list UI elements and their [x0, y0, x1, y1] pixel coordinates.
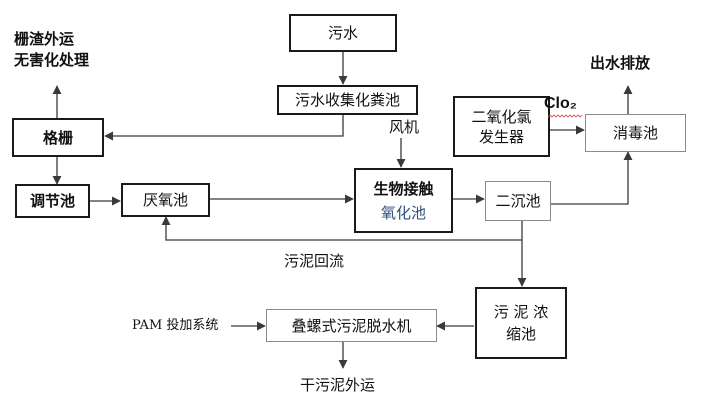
label-screenings-2: 无害化处理 [14, 51, 90, 69]
arrow-sludge-return [161, 216, 523, 241]
node-regulating-tank: 调节池 [15, 184, 90, 218]
node-regulating-tank-label: 调节池 [29, 192, 75, 210]
node-secondary-clarifier-label: 二沉池 [495, 192, 541, 210]
node-secondary-clarifier: 二沉池 [485, 181, 551, 221]
node-disinfection-tank-label: 消毒池 [612, 124, 658, 142]
arrow-septic-to-screen [104, 114, 344, 141]
arrow-clarifier-to-disinfection [551, 151, 633, 205]
label-blower: 风机 [389, 118, 420, 136]
node-screw-press-label: 叠螺式污泥脱水机 [291, 316, 412, 335]
label-effluent: 出水排放 [590, 54, 651, 72]
node-contact-oxidation-label-2: 氧化池 [380, 203, 426, 222]
node-anaerobic-tank-label: 厌氧池 [142, 191, 188, 209]
node-screw-press: 叠螺式污泥脱水机 [266, 309, 437, 342]
node-contact-oxidation: 生物接触 氧化池 [354, 168, 453, 233]
label-sludge-return: 污泥回流 [284, 252, 345, 270]
label-clo2: Clo₂ [544, 95, 577, 112]
node-generator-label-2: 发生器 [478, 127, 524, 146]
node-septic-tank-label: 污水收集化粪池 [294, 91, 400, 109]
node-screen-label: 格栅 [42, 128, 73, 147]
clo2-spellcheck-underline [548, 114, 582, 118]
label-screenings-1: 栅渣外运 [14, 30, 75, 48]
node-anaerobic-tank: 厌氧池 [121, 183, 210, 217]
node-sludge-thickener: 污 泥 浓 缩池 [475, 287, 567, 359]
node-disinfection-tank: 消毒池 [585, 114, 686, 152]
node-contact-oxidation-label-1: 生物接触 [373, 179, 434, 198]
node-sewage-label: 污水 [327, 24, 358, 42]
label-dry-sludge: 干污泥外运 [300, 376, 376, 394]
node-screen: 格栅 [12, 118, 104, 157]
label-pam-system: PAM 投加系统 [132, 318, 219, 333]
node-septic-tank: 污水收集化粪池 [277, 85, 418, 115]
node-generator-label-1: 二氧化氯 [471, 107, 532, 126]
node-chlorine-dioxide-generator: 二氧化氯 发生器 [453, 96, 550, 157]
node-sewage: 污水 [289, 14, 397, 52]
node-sludge-thickener-label-1: 污 泥 浓 [493, 303, 549, 321]
node-sludge-thickener-label-2: 缩池 [505, 325, 536, 343]
